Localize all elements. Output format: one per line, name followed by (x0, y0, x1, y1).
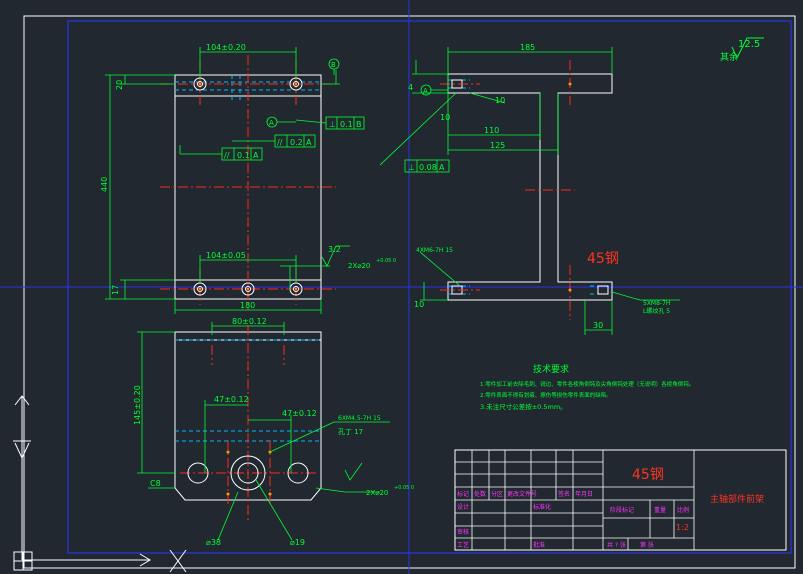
tb-design: 设计 (457, 503, 469, 511)
side-tol-sym: ⊥ (408, 163, 415, 172)
tol-perp-sym: ⊥ (329, 120, 336, 129)
dim-edge-bottom: 17 (111, 285, 120, 295)
tb-scale-value: 1:2 (676, 523, 689, 532)
side-dim-10c: 10 (414, 300, 424, 309)
tol-par-lower-sym: // (224, 151, 230, 160)
datum-a-front: A (269, 119, 274, 127)
roughness-prefix: 其余 (720, 51, 738, 63)
material-label: 45钢 (587, 251, 619, 267)
roughness-symbol: 其余 12.5 (720, 37, 764, 63)
tol-par-upper-datum: A (306, 138, 312, 147)
tb-stage: 阶段标记 (610, 506, 634, 514)
tb-h-date: 年月日 (575, 490, 593, 498)
tol-par-lower-datum: A (253, 151, 259, 160)
datum-b: B (331, 61, 336, 69)
side-dim-30: 30 (593, 321, 603, 330)
bottom-view: 80±0.12 145±0.20 47±0.12 47±0.12 C8 ⌀38 … (133, 317, 414, 547)
side-note-left: 4XM6-7H 15 (416, 247, 453, 254)
bottom-holes-note: 2X⌀20 (366, 489, 388, 497)
bottom-dim-47a: 47±0.12 (214, 395, 249, 404)
tb-sheets: 共 ? 张 (607, 541, 626, 549)
tech-req-title: 技术要求 (533, 363, 569, 375)
dim-bottom-spacing: 104±0.05 (206, 251, 246, 260)
side-datum-a: A (423, 87, 428, 95)
side-note-right-2: L螺纹孔 5 (643, 307, 670, 315)
tb-scale-label: 比例 (677, 506, 689, 514)
dim-width: 180 (240, 301, 255, 310)
tech-requirements: 技术要求 1.零件加工前去除毛刺、锐边、零件各棱角倒钝及尖角倒钝处理（无说明）各… (480, 363, 694, 411)
tb-material: 45钢 (632, 467, 664, 483)
tech-req-item-1: 1.零件加工前去除毛刺、锐边、零件各棱角倒钝及尖角倒钝处理（无说明）各棱角倒钝。 (480, 380, 694, 388)
side-note-right-1: 5XM8-7H (643, 300, 670, 307)
bottom-dim-height: 145±0.20 (133, 385, 142, 425)
tb-h-doc: 更改文件号 (507, 490, 537, 498)
bottom-holes-tol: +0.05 0 (394, 485, 414, 491)
tol-perp-datum: B (356, 120, 362, 129)
dim-edge-top: 20 (115, 80, 124, 90)
side-dim-overall: 185 (520, 43, 535, 52)
bottom-dim-47b: 47±0.12 (282, 409, 317, 418)
side-tol-datum: A (439, 163, 445, 172)
side-dim-4: 4 (408, 83, 413, 92)
title-block: 45钢 主轴部件前架 标记 处数 分区 更改文件号 签名 年月日 设计 标准化 … (454, 449, 787, 551)
tol-perp-val: 0.1 (340, 120, 353, 129)
ucs-icon (13, 395, 187, 573)
bottom-chamfer: C8 (150, 479, 161, 488)
side-dim-10a: 10 (495, 96, 505, 105)
tech-req-item-3: 3.未注尺寸公差按±0.5mm。 (480, 402, 567, 411)
tol-par-upper-val: 0.2 (290, 138, 303, 147)
roughness-value: 12.5 (738, 39, 760, 50)
front-view: 104±0.20 104±0.05 180 440 20 17 B A ⊥ 0.… (100, 43, 396, 314)
front-rough-local: 3.2 (328, 245, 341, 254)
side-dim-10b: 10 (440, 113, 450, 122)
tech-req-item-2: 2.零件表面不得有划痕、擦伤等损伤零件表面的缺陷。 (480, 391, 612, 399)
bottom-dim-top: 80±0.12 (232, 317, 267, 326)
bottom-d19: ⌀19 (290, 538, 305, 547)
tb-part-name: 主轴部件前架 (710, 493, 764, 505)
bottom-thread-2: 孔丁 17 (338, 428, 363, 436)
tb-h-sign: 签名 (558, 490, 570, 498)
dim-height: 440 (100, 177, 109, 192)
tb-h-mark: 标记 (457, 490, 469, 498)
side-dim-125: 125 (490, 141, 505, 150)
tb-h-zone: 分区 (491, 490, 503, 498)
side-tol-val: 0.08 (419, 163, 437, 172)
tb-check: 审核 (457, 528, 469, 536)
tb-h-count: 处数 (474, 490, 486, 498)
front-holes-note: 2X⌀20 (348, 262, 370, 270)
tb-process: 工艺 (457, 541, 469, 549)
bottom-d38: ⌀38 (206, 538, 221, 547)
front-holes-tol: +0.05 0 (376, 258, 396, 264)
bottom-thread-1: 6XM4.5-7H 15 (338, 415, 381, 422)
tol-par-lower-val: 0.1 (237, 151, 250, 160)
tb-weight: 重量 (654, 506, 666, 514)
tol-par-upper-sym: // (277, 138, 283, 147)
side-view: 185 110 125 10 10 10 4 30 A ⊥ 0.08 A 4XM… (379, 43, 680, 335)
dim-top-spacing: 104±0.20 (206, 43, 246, 52)
side-dim-110: 110 (484, 126, 499, 135)
tb-standard: 标准化 (533, 503, 551, 511)
tb-approve: 批准 (533, 541, 545, 549)
tb-sheet: 第 张 (640, 541, 654, 549)
